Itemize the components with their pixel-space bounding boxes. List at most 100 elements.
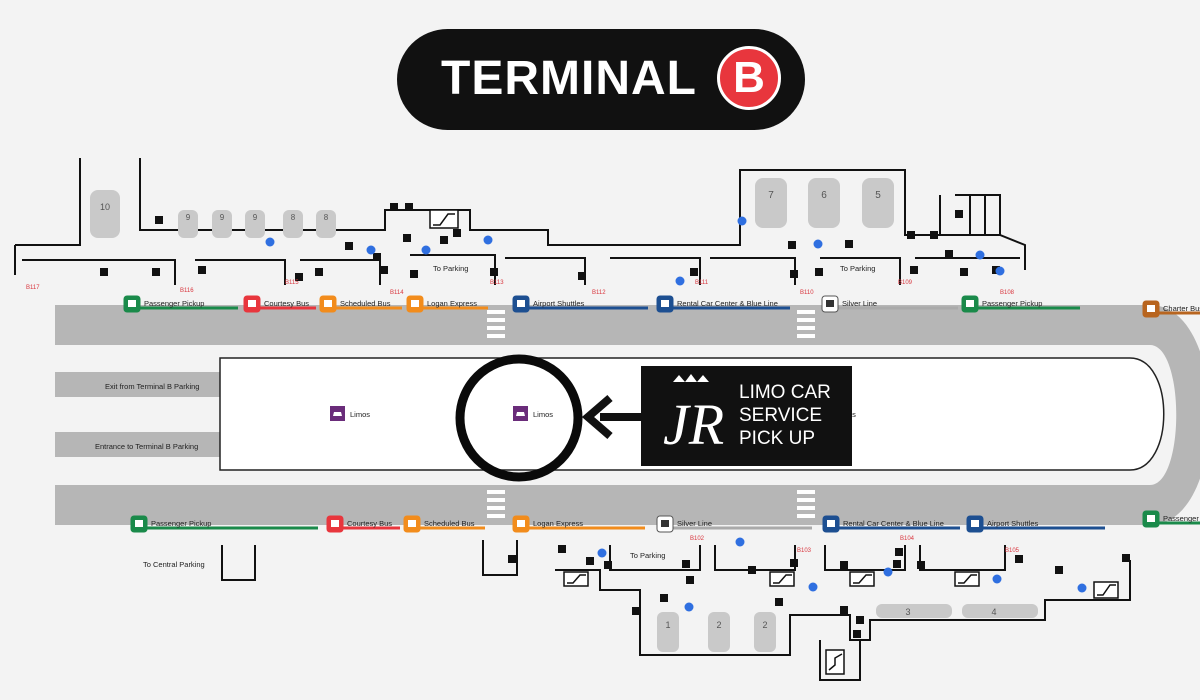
jr-logo-icon: JR	[663, 374, 724, 457]
arrow-left-icon	[581, 394, 641, 440]
service-label: Passenger Pickup	[151, 519, 211, 528]
pickup-icon-glyph	[1147, 515, 1155, 522]
baggage-number: 9	[186, 213, 191, 222]
service-stop[interactable]: Logan Express	[406, 295, 488, 313]
limo-callout-text: LIMO CAR SERVICE PICK UP	[739, 381, 831, 450]
service-label: Rental Car Center & Blue Line	[843, 519, 944, 528]
baggage-number: 3	[905, 607, 910, 617]
door-code: B110	[800, 290, 814, 296]
central-parking-label: To Central Parking	[143, 560, 205, 569]
service-label: Silver Line	[677, 519, 712, 528]
service-stop[interactable]: Passenger Pickup	[961, 295, 1080, 313]
loop-roadway	[1150, 305, 1200, 525]
service-label: Airport Shuttles	[533, 299, 585, 308]
service-stop[interactable]: Airport Shuttles	[966, 515, 1105, 533]
terminal-letter-badge: B	[717, 46, 781, 110]
service-stop[interactable]: Courtesy Bus	[243, 295, 316, 313]
service-stop[interactable]: Rental Car Center & Blue Line	[656, 295, 790, 313]
door-code: B116	[180, 288, 194, 294]
bus-icon-glyph	[661, 300, 669, 307]
service-label: Passenger Pickup	[982, 299, 1042, 308]
bus-icon-glyph	[248, 300, 256, 307]
exit-parking-label: Exit from Terminal B Parking	[105, 382, 199, 391]
entrance-parking-label: Entrance to Terminal B Parking	[95, 442, 198, 451]
door-code: B102	[690, 536, 705, 542]
crosswalks	[487, 310, 815, 518]
baggage-number: 6	[821, 190, 827, 201]
pickup-icon-glyph	[128, 300, 136, 307]
service-label: Passenger Pickup	[144, 299, 204, 308]
baggage-lower: 1 2 2 3 4	[657, 604, 1038, 652]
to-parking-label: To Parking	[433, 264, 468, 273]
limo-stop-label-partial: es	[848, 410, 856, 419]
pickup-icon-glyph	[135, 520, 143, 527]
callout-line: LIMO CAR	[739, 382, 831, 403]
service-label: Rental Car Center & Blue Line	[677, 299, 778, 308]
service-stop[interactable]: Charter Bus	[1142, 300, 1200, 318]
limo-highlight-circle	[455, 354, 583, 482]
door-code: B104	[900, 536, 915, 542]
baggage-number: 10	[100, 202, 110, 212]
baggage-number: 5	[875, 190, 881, 201]
door-codes-upper: B117 B116 B115 B114 B113 B112 B111 B110 …	[26, 280, 1015, 296]
service-stop[interactable]: Silver Line	[656, 515, 812, 533]
upper-roadway	[55, 305, 1155, 345]
door-code: B109	[898, 280, 913, 286]
to-parking-label: To Parking	[840, 264, 875, 273]
bus-icon-glyph	[324, 300, 332, 307]
bus-icon-glyph	[331, 520, 339, 527]
service-stop[interactable]: Courtesy Bus	[326, 515, 400, 533]
pickup-icon-glyph	[966, 300, 974, 307]
service-label: Logan Express	[427, 299, 477, 308]
door-markers	[100, 203, 1130, 638]
service-stop[interactable]: Scheduled Bus	[319, 295, 402, 313]
service-label: Silver Line	[842, 299, 877, 308]
bus-icon-glyph	[826, 300, 834, 307]
service-stop[interactable]: Scheduled Bus	[403, 515, 485, 533]
callout-line: PICK UP	[739, 428, 816, 449]
service-stop[interactable]: Passenger Pickup	[1142, 510, 1200, 528]
limo-stop-label: Limos	[533, 410, 553, 419]
baggage-belt	[90, 190, 120, 238]
limo-stop[interactable]: Limos	[513, 406, 553, 421]
exit-lane	[55, 372, 222, 397]
door-code: B112	[592, 290, 606, 296]
service-label: Scheduled Bus	[340, 299, 391, 308]
service-label: Logan Express	[533, 519, 583, 528]
terminal-banner: TERMINAL B	[397, 29, 805, 130]
door-code: B114	[390, 290, 404, 296]
baggage-number: 8	[324, 213, 329, 222]
door-code: B103	[797, 548, 812, 554]
bus-icon-glyph	[971, 520, 979, 527]
limo-stop-label: Limos	[350, 410, 370, 419]
baggage-number: 7	[768, 190, 774, 201]
service-stop[interactable]: Passenger Pickup	[123, 295, 238, 313]
service-label: Courtesy Bus	[264, 299, 309, 308]
service-label: Scheduled Bus	[424, 519, 475, 528]
service-stop[interactable]: Silver Line	[821, 295, 958, 313]
baggage-number: 9	[220, 213, 225, 222]
door-code: B108	[1000, 290, 1015, 296]
limo-stop[interactable]: Limos	[330, 406, 370, 421]
door-code: B113	[490, 280, 504, 286]
baggage-upper: 10 9 9 9 8 8 7 6 5	[90, 178, 894, 238]
bus-icon-glyph	[411, 300, 419, 307]
entrance-lane	[55, 432, 222, 457]
svg-text:JR: JR	[663, 392, 724, 457]
baggage-number: 8	[291, 213, 296, 222]
door-code: B111	[695, 280, 709, 286]
service-stop[interactable]: Airport Shuttles	[512, 295, 648, 313]
door-codes-lower: B102 B103 B104 B105	[690, 536, 1020, 554]
service-label: Courtesy Bus	[347, 519, 392, 528]
callout-line: SERVICE	[739, 405, 823, 426]
service-label: Airport Shuttles	[987, 519, 1039, 528]
door-code: B115	[285, 280, 299, 286]
bus-icon-glyph	[827, 520, 835, 527]
service-stop[interactable]: Passenger Pickup	[130, 515, 318, 533]
baggage-number: 1	[665, 620, 670, 630]
bus-icon-glyph	[517, 300, 525, 307]
service-stop[interactable]: Logan Express	[512, 515, 645, 533]
limo-service-callout: JR LIMO CAR SERVICE PICK UP	[641, 366, 852, 466]
service-stop[interactable]: Rental Car Center & Blue Line	[822, 515, 960, 533]
